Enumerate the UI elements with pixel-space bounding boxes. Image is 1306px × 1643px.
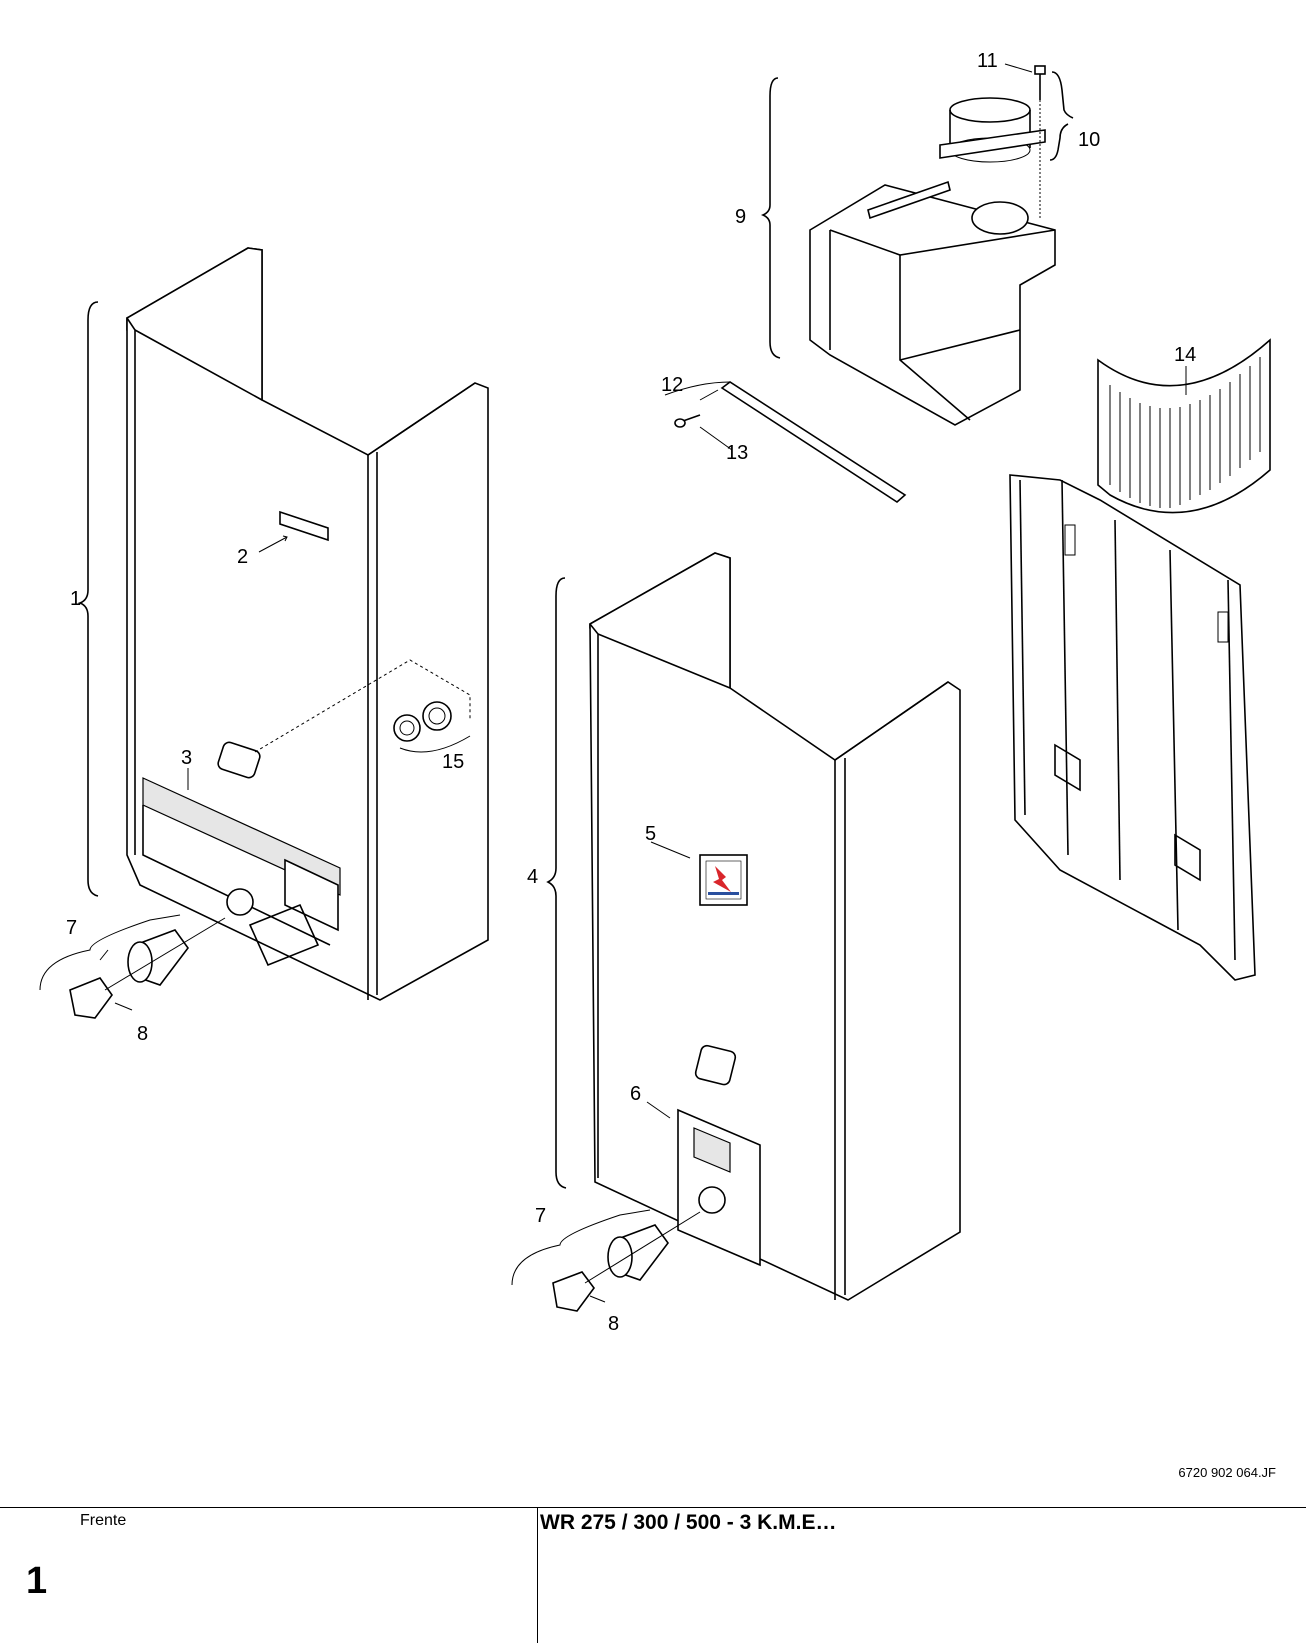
callout-7a: 7 <box>66 917 77 939</box>
callout-5: 5 <box>645 823 656 845</box>
callout-15: 15 <box>442 751 464 773</box>
callout-11: 11 <box>977 50 998 72</box>
callout-leaders <box>99 63 1187 1303</box>
footer-rule <box>0 1507 1306 1508</box>
section-title: Frente <box>80 1512 127 1529</box>
callout-6: 6 <box>630 1083 641 1105</box>
callout-13: 13 <box>726 442 748 464</box>
rear-frame <box>1009 474 1256 981</box>
figure-number: 1 <box>26 1560 48 1602</box>
flue-hood-9 <box>760 65 1074 426</box>
drawing-code: 6720 902 064.JF <box>1178 1465 1276 1480</box>
callout-8a: 8 <box>137 1023 148 1045</box>
footer-divider <box>537 1507 538 1643</box>
callout-12: 12 <box>661 374 683 396</box>
callout-9: 9 <box>735 206 746 228</box>
exploded-parts-diagram: 1 2 3 4 5 6 7 7 8 8 9 10 11 12 13 14 15 <box>39 50 1271 1335</box>
callout-1: 1 <box>70 588 81 610</box>
callout-3: 3 <box>181 747 192 769</box>
model-title: WR 275 / 300 / 500 - 3 K.M.E… <box>540 1511 837 1534</box>
front-casing-4 <box>546 552 961 1301</box>
callout-8b: 8 <box>608 1313 619 1335</box>
callout-14: 14 <box>1174 344 1196 366</box>
callout-2: 2 <box>237 546 248 568</box>
knob-set-7-8-center <box>511 1209 701 1312</box>
knob-set-7-8-left <box>39 914 226 1019</box>
callout-10: 10 <box>1078 129 1100 151</box>
callout-4: 4 <box>527 866 538 888</box>
callout-7b: 7 <box>535 1205 546 1227</box>
grille-14 <box>1097 338 1271 514</box>
front-casing-1 <box>77 247 489 1001</box>
cross-rail-12 <box>664 381 907 504</box>
